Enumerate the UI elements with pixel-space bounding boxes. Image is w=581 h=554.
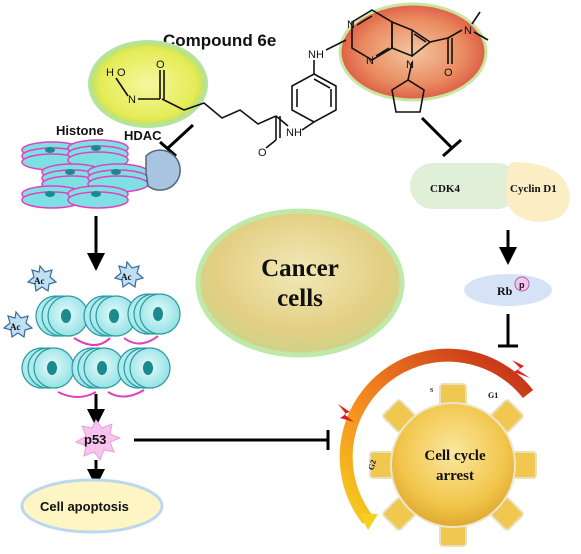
atom-o-hydroxyl: O	[117, 67, 126, 79]
atom-n2: N	[366, 55, 374, 67]
histone-label: Histone	[56, 123, 104, 138]
phospho-label: p	[519, 280, 525, 290]
atom-nh-amide: NH	[286, 127, 302, 139]
rb-label: Rb	[497, 284, 513, 298]
hdac-pharmacophore-highlight	[88, 40, 208, 128]
hdac-label: HDAC	[124, 128, 162, 143]
ac-label-3: Ac	[10, 322, 21, 332]
condensed-histone-stack	[21, 139, 149, 209]
acetylated-chromatin: Ac Ac Ac	[2, 260, 181, 398]
cancer-cells-line2: cells	[277, 285, 323, 312]
cell-cycle-arc-head	[360, 514, 378, 530]
atom-n-hydroxamic: N	[128, 94, 136, 106]
ac-badge-2: Ac	[113, 260, 145, 289]
atom-n-dimethyl: N	[464, 25, 472, 37]
atom-o-amide: O	[258, 147, 267, 159]
cell-apoptosis-node	[20, 478, 164, 534]
cancer-cells-node	[195, 208, 405, 358]
p53-label: p53	[84, 432, 106, 447]
arrest-line2: arrest	[436, 468, 474, 484]
hdac-inhibition-line	[166, 123, 195, 150]
cyclin-d1-label: Cyclin D1	[510, 183, 557, 195]
cdk-inhibition-line	[420, 116, 454, 150]
p53-badge: p53	[74, 419, 122, 462]
ac-badge-3: Ac	[2, 310, 34, 339]
histone-row-bottom	[21, 185, 129, 209]
lightning-bolt-icon	[338, 404, 354, 422]
ac-label-1: Ac	[34, 276, 45, 286]
cell-cycle-arrest-node: Cell cycle arrest	[369, 383, 537, 547]
cell-apoptosis-label: Cell apoptosis	[40, 499, 129, 514]
cdk-inhibition-bar	[442, 138, 462, 158]
hdac-enzyme-shape	[145, 149, 181, 191]
ac-badge-1: Ac	[26, 264, 58, 293]
cdk-pharmacophore-highlight	[338, 2, 488, 102]
atom-o-hydroxamic: O	[156, 59, 165, 71]
phase-g2-label: G2	[367, 459, 378, 471]
cdk4-shape	[410, 163, 520, 209]
cdk4-label: CDK4	[430, 183, 460, 195]
cdk4-cyclin-complex: CDK4 Cyclin D1	[410, 162, 570, 222]
atom-h-hydroxyl: H	[106, 67, 114, 79]
open-nucleosome-row-1	[35, 293, 181, 337]
arrest-line1: Cell cycle	[424, 448, 486, 464]
cyclin-d1-shape	[506, 162, 570, 222]
phase-g1-label: G1	[488, 391, 498, 400]
atom-n3: N	[406, 59, 414, 71]
atom-o-carboxamide: O	[444, 67, 453, 79]
phase-s-label: S	[430, 388, 434, 394]
cell-cycle-arc	[339, 348, 534, 525]
rb-protein: Rb p	[464, 274, 552, 306]
cancer-cells-line1: Cancer	[261, 255, 339, 282]
lightning-bolt-icon	[512, 360, 530, 378]
dna-linker	[57, 335, 159, 398]
compound-title: Compound 6e	[163, 31, 276, 50]
hdac-inhibition-bar	[159, 140, 177, 158]
atom-nh-anilino: NH	[308, 49, 324, 61]
atom-n1: N	[347, 19, 355, 31]
compound-bonds	[115, 9, 489, 149]
ac-label-2: Ac	[121, 272, 132, 282]
open-nucleosome-row-2	[21, 347, 171, 389]
